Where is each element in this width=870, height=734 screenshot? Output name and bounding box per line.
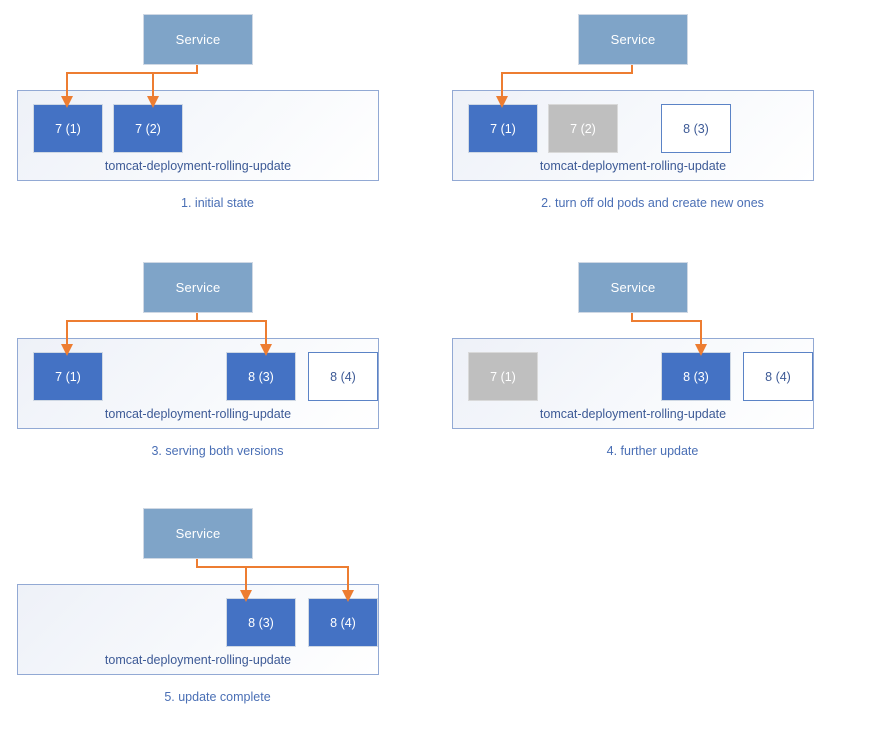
deployment-name-label: tomcat-deployment-rolling-update bbox=[104, 407, 292, 421]
pod-box: 8 (3) bbox=[661, 104, 731, 153]
panel-caption: 5. update complete bbox=[164, 690, 271, 704]
panel-further-update: Service 7 (1) 8 (3) 8 (4) tomcat-deploym… bbox=[435, 248, 870, 488]
pod-box: 7 (2) bbox=[548, 104, 618, 153]
pod-box: 7 (1) bbox=[468, 104, 538, 153]
deployment-container: 7 (1) 7 (2) 8 (3) tomcat-deployment-roll… bbox=[452, 90, 814, 181]
service-box: Service bbox=[578, 14, 688, 65]
pod-box: 7 (1) bbox=[468, 352, 538, 401]
pod-box: 7 (2) bbox=[113, 104, 183, 153]
panel-caption: 1. initial state bbox=[181, 196, 254, 210]
pod-box: 7 (1) bbox=[33, 104, 103, 153]
pod-box: 8 (4) bbox=[308, 598, 378, 647]
panel-serving-both-versions: Service 7 (1) 8 (3) 8 (4) tomcat-deploym… bbox=[0, 248, 435, 488]
pod-row: 7 (1) 8 (3) 8 (4) bbox=[33, 352, 378, 401]
deployment-container: 8 (3) 8 (4) tomcat-deployment-rolling-up… bbox=[17, 584, 379, 675]
deployment-name-label: tomcat-deployment-rolling-update bbox=[539, 159, 727, 173]
pod-box: 8 (3) bbox=[661, 352, 731, 401]
service-box: Service bbox=[143, 262, 253, 313]
pod-row: 7 (1) 7 (2) bbox=[33, 104, 365, 153]
pod-box: 8 (3) bbox=[226, 352, 296, 401]
pod-box: 8 (4) bbox=[308, 352, 378, 401]
deployment-container: 7 (1) 7 (2) tomcat-deployment-rolling-up… bbox=[17, 90, 379, 181]
deployment-container: 7 (1) 8 (3) 8 (4) tomcat-deployment-roll… bbox=[452, 338, 814, 429]
panel-update-complete: Service 8 (3) 8 (4) tomcat-deployment-ro… bbox=[0, 494, 435, 734]
panel-initial-state: Service 7 (1) 7 (2) tomcat-deployment-ro… bbox=[0, 0, 435, 240]
deployment-name-label: tomcat-deployment-rolling-update bbox=[104, 159, 292, 173]
pod-box: 7 (1) bbox=[33, 352, 103, 401]
panel-caption: 2. turn off old pods and create new ones bbox=[541, 196, 764, 210]
pod-box: 8 (4) bbox=[743, 352, 813, 401]
panel-caption: 4. further update bbox=[606, 444, 699, 458]
service-box: Service bbox=[578, 262, 688, 313]
service-box: Service bbox=[143, 508, 253, 559]
pod-row: 7 (1) 7 (2) 8 (3) bbox=[468, 104, 800, 153]
deployment-name-label: tomcat-deployment-rolling-update bbox=[104, 653, 292, 667]
service-box: Service bbox=[143, 14, 253, 65]
panel-turn-off-old-pods: Service 7 (1) 7 (2) 8 (3) tomcat-deploym… bbox=[435, 0, 870, 240]
pod-row: 8 (3) 8 (4) bbox=[33, 598, 378, 647]
pod-row: 7 (1) 8 (3) 8 (4) bbox=[468, 352, 813, 401]
panel-caption: 3. serving both versions bbox=[151, 444, 284, 458]
pod-box: 8 (3) bbox=[226, 598, 296, 647]
deployment-container: 7 (1) 8 (3) 8 (4) tomcat-deployment-roll… bbox=[17, 338, 379, 429]
deployment-name-label: tomcat-deployment-rolling-update bbox=[539, 407, 727, 421]
rolling-update-diagram: Service 7 (1) 7 (2) tomcat-deployment-ro… bbox=[0, 0, 870, 704]
